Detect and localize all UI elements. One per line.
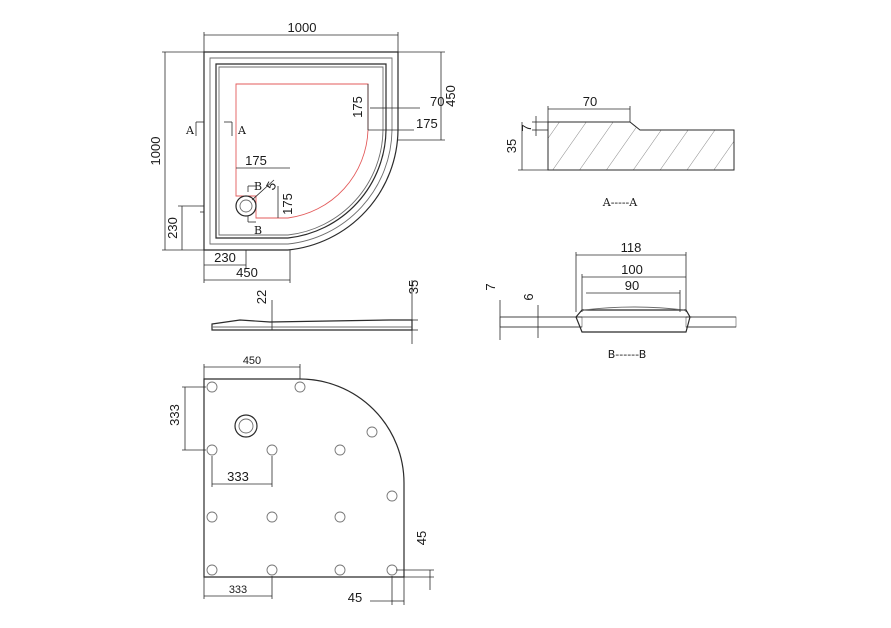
bottom-dim-450: 450 (243, 355, 261, 367)
drain-outer (235, 195, 257, 217)
bottom-dim-45-h: 45 (348, 590, 362, 605)
section-aa: 70 7 35 A-----A (504, 94, 735, 209)
section-bb-dim-6: 6 (521, 293, 536, 300)
tray-rim (209, 57, 393, 245)
dim-175-d: 175 (280, 193, 295, 215)
dim-230-y: 230 (165, 217, 180, 239)
section-b-bottom: B (254, 224, 262, 237)
dim-175-a: 175 (350, 96, 365, 118)
foot (334, 511, 346, 523)
section-aa-dim-70: 70 (583, 94, 597, 109)
foot (294, 381, 306, 393)
foot (334, 564, 346, 576)
foot (334, 444, 346, 456)
section-aa-label: A-----A (602, 196, 639, 209)
dim-1000-height: 1000 (148, 137, 163, 166)
section-bb-left-slab (499, 316, 583, 328)
side-dim-22: 22 (254, 290, 269, 304)
bottom-view: 450 333 333 333 45 45 (167, 355, 434, 605)
drain-hole-outer (234, 414, 258, 438)
foot (206, 511, 218, 523)
section-bb-dim-118: 118 (621, 240, 642, 255)
dim-450-arc: 450 (236, 265, 258, 280)
foot (266, 511, 278, 523)
foot (366, 426, 378, 438)
section-bb-dim-7: 7 (483, 283, 498, 290)
dim-5: 5 (263, 179, 280, 193)
tray-outer (203, 51, 399, 251)
side-profile (211, 319, 413, 331)
dim-230-x: 230 (214, 250, 236, 265)
section-aa-dim-7: 7 (519, 124, 534, 131)
section-bb-right-slab (685, 316, 737, 328)
foot (206, 444, 218, 456)
section-bb-dim-100: 100 (621, 262, 643, 277)
side-view: 22 35 (211, 280, 421, 344)
section-a-left: A (185, 124, 195, 137)
foot (266, 444, 278, 456)
dim-450-radius: 450 (443, 85, 458, 107)
dim-70: 70 (430, 94, 444, 109)
drain-leader (251, 179, 275, 201)
section-bb-drain (575, 309, 691, 333)
section-a-right: A (237, 124, 247, 137)
section-b-top: B (254, 180, 262, 193)
bottom-dim-45-v: 45 (414, 531, 429, 545)
top-view: 1000 1000 450 70 175 175 175 175 5 230 2… (148, 20, 458, 283)
tray-inner-edge2 (218, 66, 384, 236)
basin-outline (235, 83, 369, 219)
bottom-dim-333-v: 333 (167, 404, 182, 426)
section-bb-label: B------B (608, 348, 647, 361)
bottom-dim-333-b: 333 (229, 584, 247, 596)
foot (206, 564, 218, 576)
section-bb: 118 100 90 7 6 B------B (483, 240, 737, 361)
dim-1000-width: 1000 (288, 20, 317, 35)
bottom-outline (203, 378, 405, 578)
dim-175-b: 175 (416, 116, 438, 131)
bottom-dim-333-h: 333 (227, 469, 249, 484)
drain-hole-inner (238, 418, 254, 434)
drain-inner (239, 199, 253, 213)
side-dim-35: 35 (406, 280, 421, 294)
tray-inner-edge (215, 63, 387, 239)
dim-175-c: 175 (245, 153, 267, 168)
foot (386, 564, 398, 576)
section-bb-dim-90: 90 (625, 278, 639, 293)
foot (206, 381, 218, 393)
section-aa-dim-35: 35 (504, 139, 519, 153)
foot (266, 564, 278, 576)
foot (386, 490, 398, 502)
section-aa-profile (547, 121, 735, 171)
